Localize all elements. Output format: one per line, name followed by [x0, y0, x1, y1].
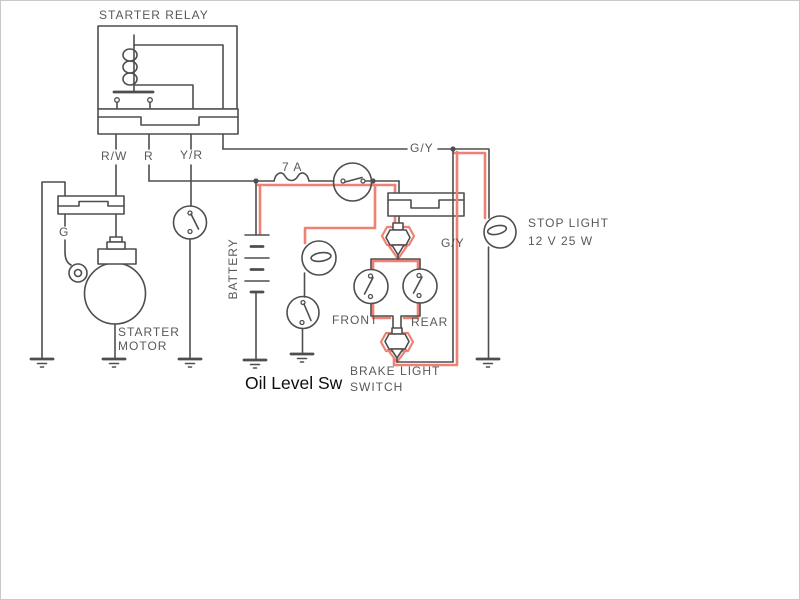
ring-terminal-icon: [68, 263, 88, 283]
brake-switch-merge-wires: [370, 302, 421, 329]
brake-connector-block: [387, 192, 465, 217]
ground-symbol: [177, 357, 203, 368]
label-starter-motor-2: MOTOR: [118, 339, 168, 353]
connector-plug-upper: [370, 222, 421, 270]
label-wire-gy-mid: G/Y: [441, 236, 465, 250]
label-fuse-rating: 7 A: [282, 160, 303, 174]
starter-relay-symbol: [97, 25, 239, 135]
front-brake-switch-symbol: [353, 268, 389, 305]
magnetic-switch-block: [57, 195, 125, 215]
label-terminal-r: R: [144, 149, 154, 163]
label-oil-level-switch: Oil Level Sw: [245, 373, 343, 393]
ground-symbol: [101, 357, 127, 368]
label-brake-light-2: SWITCH: [350, 380, 404, 394]
starter-switch-symbol: [172, 205, 208, 360]
connector-plug-lower: [384, 327, 454, 363]
oil-level-switch-symbol: [286, 295, 320, 354]
stop-light-bulb: [483, 215, 517, 360]
battery-symbol: [244, 180, 270, 361]
label-stop-light: STOP LIGHT: [528, 216, 609, 230]
relay-coil-icon: [122, 48, 138, 86]
label-stop-light-rating: 12 V 25 W: [528, 234, 594, 248]
gy-wire: [222, 146, 490, 363]
ignition-switch-symbol: [332, 162, 373, 202]
highlight-circuit-path: [256, 183, 397, 245]
label-wire-g: G: [59, 225, 70, 239]
label-terminal-yr: Y/R: [180, 148, 204, 162]
fuse-icon: [273, 172, 310, 182]
fused-wire: [148, 172, 400, 224]
label-starter-relay: STARTER RELAY: [99, 8, 209, 22]
ground-symbol: [242, 358, 268, 369]
label-battery: BATTERY: [226, 238, 241, 300]
label-brake-light-1: BRAKE LIGHT: [350, 364, 441, 378]
oil-warning-lamp: [301, 240, 337, 298]
label-wire-gy-top: G/Y: [410, 141, 434, 155]
label-terminal-rw: R/W: [101, 149, 128, 163]
label-rear-switch: REAR: [411, 315, 449, 329]
rear-brake-switch-symbol: [402, 268, 438, 304]
ground-symbol: [289, 352, 315, 363]
relay-terminal-wires: [115, 133, 224, 207]
ground-symbol: [29, 357, 55, 368]
label-front-switch: FRONT: [332, 313, 379, 327]
g-wire: [64, 213, 72, 266]
label-starter-motor-1: STARTER: [118, 325, 180, 339]
ground-symbol: [475, 357, 501, 368]
starter-motor-symbol: [68, 236, 147, 360]
left-ground-wire: [41, 181, 66, 360]
